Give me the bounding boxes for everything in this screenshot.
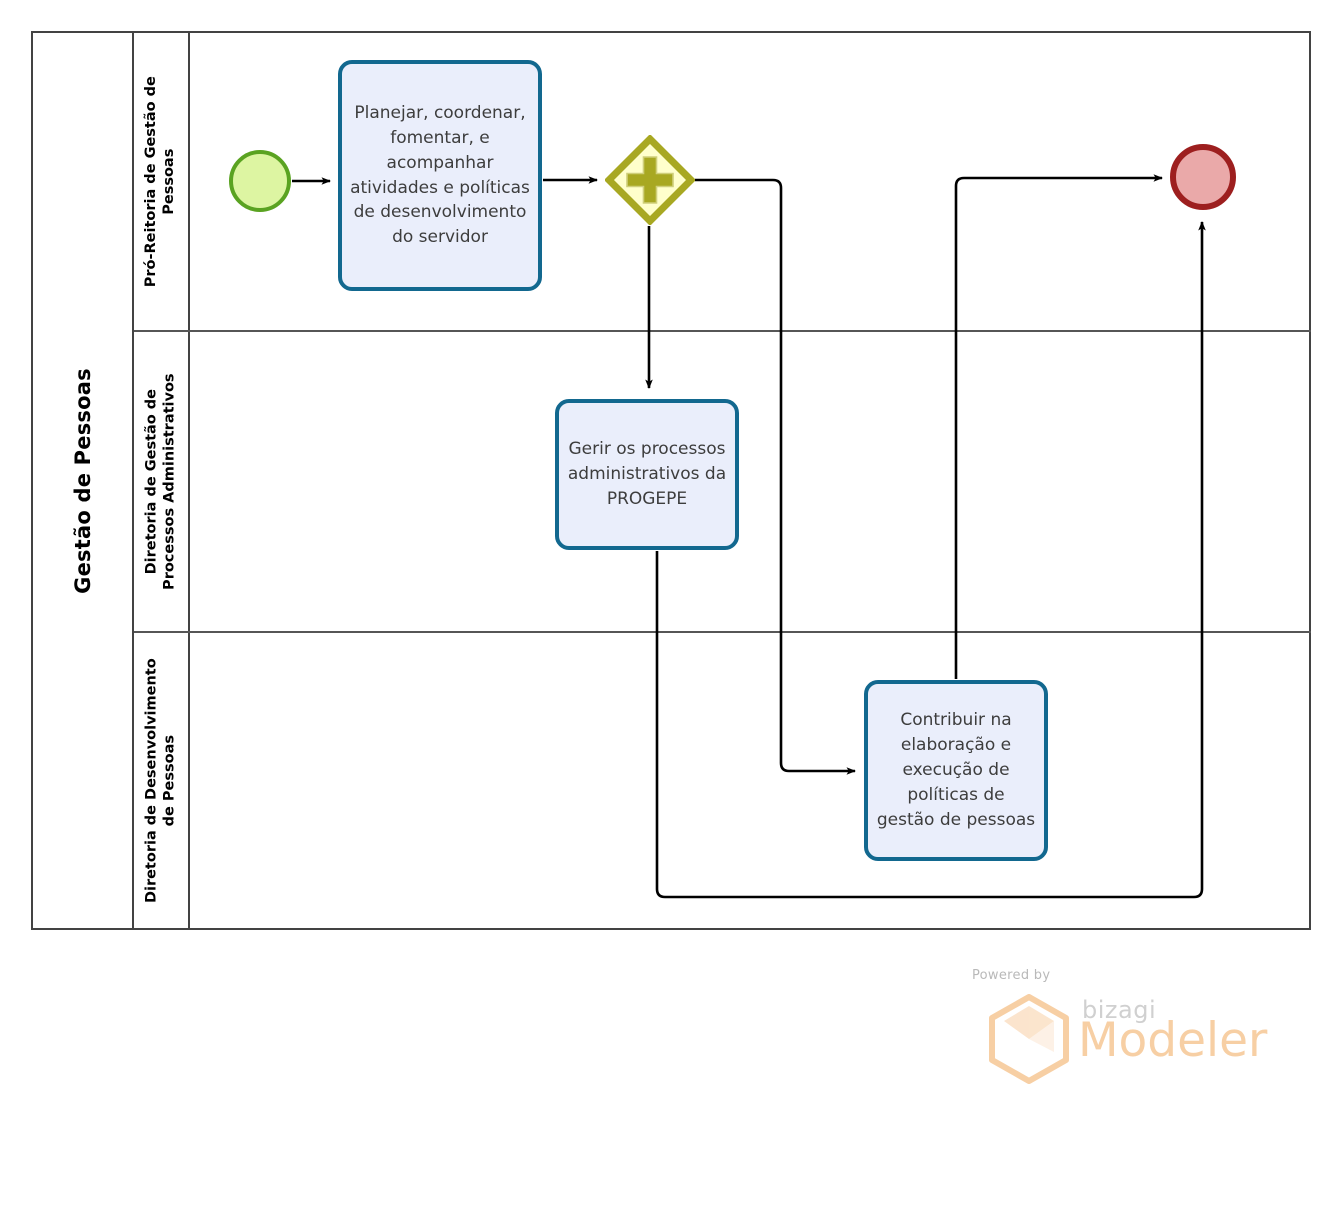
modeler-wordmark: Modeler — [1078, 1013, 1268, 1068]
task-contribuir-elaboracao-execucao-politicas[interactable]: Contribuir na elaboração e execução de p… — [864, 680, 1048, 861]
task-planejar-coordenar-fomentar[interactable]: Planejar, coordenar, fomentar, e acompan… — [338, 60, 542, 291]
flow-task3-end[interactable] — [954, 174, 1163, 679]
end-event[interactable] — [1170, 144, 1236, 210]
powered-by-label: Powered by — [972, 968, 1051, 983]
parallel-gateway[interactable] — [604, 134, 696, 226]
bizagi-hexagon-logo — [986, 994, 1072, 1088]
bizagi-wordmark: bizagi — [1082, 996, 1157, 1024]
task-label: Contribuir na elaboração e execução de p… — [876, 710, 1036, 830]
pool-title-header[interactable]: Gestão de Pessoas — [33, 33, 134, 928]
task-label: Planejar, coordenar, fomentar, e acompan… — [350, 102, 530, 248]
task-label: Gerir os processos administrativos da PR… — [567, 439, 727, 509]
branding-bizagi-modeler: Powered by bizagi Modeler — [962, 968, 1267, 1084]
start-event[interactable] — [229, 150, 291, 212]
flow-task2-end[interactable] — [655, 221, 1206, 899]
task-gerir-processos-administrativos[interactable]: Gerir os processos administrativos da PR… — [555, 399, 739, 550]
flow-gateway-task3[interactable] — [695, 178, 856, 775]
parallel-gateway-icon — [604, 134, 696, 226]
